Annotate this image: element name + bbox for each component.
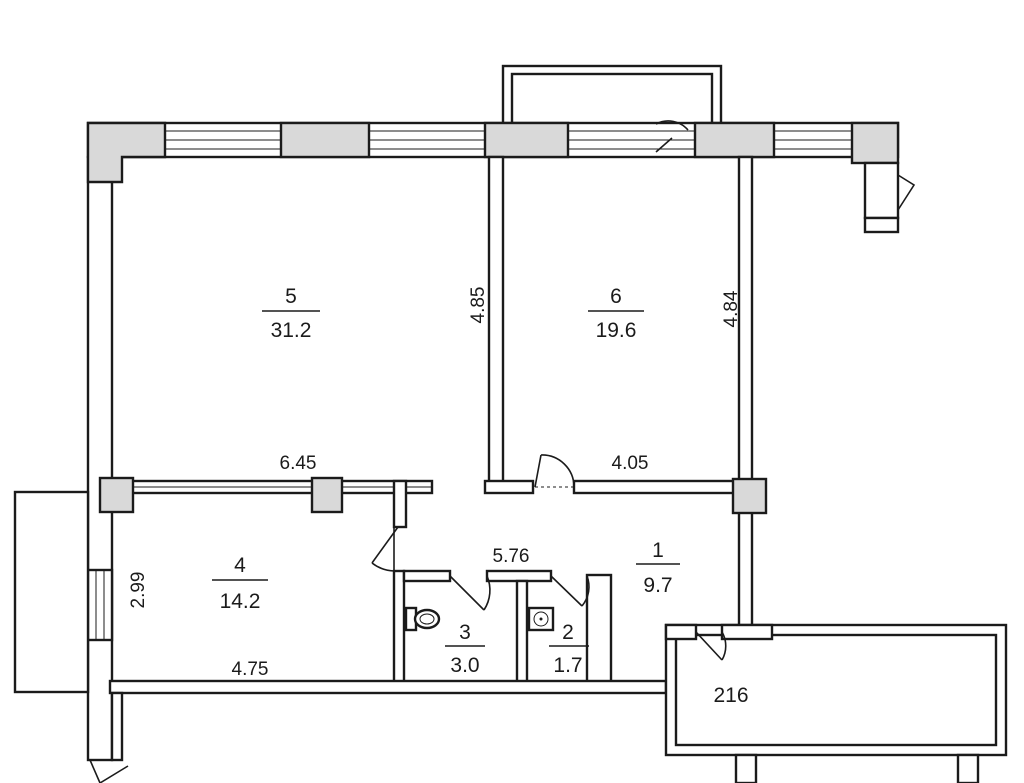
- dim-room6-height: 4.84: [721, 290, 742, 327]
- svg-text:4: 4: [234, 554, 246, 577]
- dim-room6-width: 4.05: [612, 453, 649, 474]
- dim-room4-width: 4.75: [232, 659, 269, 680]
- sink-icon: [527, 606, 555, 632]
- svg-text:5: 5: [285, 285, 297, 308]
- left-exterior-wall: [86, 155, 114, 762]
- room-2-label: 2 1.7: [549, 621, 589, 677]
- toilet-icon: [404, 606, 441, 632]
- svg-text:14.2: 14.2: [220, 590, 261, 613]
- dim-room4-height: 2.99: [128, 572, 149, 609]
- svg-text:19.6: 19.6: [596, 319, 637, 342]
- room-6-label: 6 19.6: [588, 285, 644, 342]
- door-storage: [695, 631, 727, 661]
- right-wall-room6: [572, 155, 768, 643]
- svg-text:31.2: 31.2: [271, 319, 312, 342]
- door-room6: [534, 454, 575, 488]
- external-number: 216: [713, 684, 748, 707]
- balcony-top: [501, 64, 723, 126]
- bottom-wall-right-2: [956, 753, 980, 783]
- svg-text:3: 3: [459, 621, 471, 644]
- svg-text:2: 2: [562, 621, 574, 644]
- door-room4: [371, 526, 399, 572]
- room-5-label: 5 31.2: [262, 285, 320, 342]
- room-1-label: 1 9.7: [636, 539, 680, 597]
- dim-room5-height: 4.85: [468, 287, 489, 324]
- room-4-label: 4 14.2: [212, 554, 268, 613]
- room-3-label: 3 3.0: [445, 621, 485, 677]
- top-pillars: [86, 121, 900, 184]
- door-room2: [550, 575, 590, 607]
- bottom-wall-right: [734, 753, 758, 783]
- svg-text:1: 1: [652, 539, 664, 562]
- left-annex: [13, 490, 90, 694]
- dim-hall-width: 5.76: [493, 546, 530, 567]
- svg-text:1.7: 1.7: [553, 654, 582, 677]
- bottom-wall-left: [110, 691, 124, 762]
- right-exterior-block: [863, 161, 916, 234]
- door-bottom-left: [89, 759, 129, 783]
- svg-text:3.0: 3.0: [450, 654, 479, 677]
- dim-room5-width: 6.45: [280, 453, 317, 474]
- storage-216: [664, 623, 1008, 757]
- door-balcony: [655, 120, 689, 153]
- svg-text:6: 6: [610, 285, 622, 308]
- partition-5-6: [483, 155, 535, 495]
- svg-text:9.7: 9.7: [643, 574, 672, 597]
- wall-5-4: [98, 476, 434, 529]
- door-room3: [449, 575, 491, 611]
